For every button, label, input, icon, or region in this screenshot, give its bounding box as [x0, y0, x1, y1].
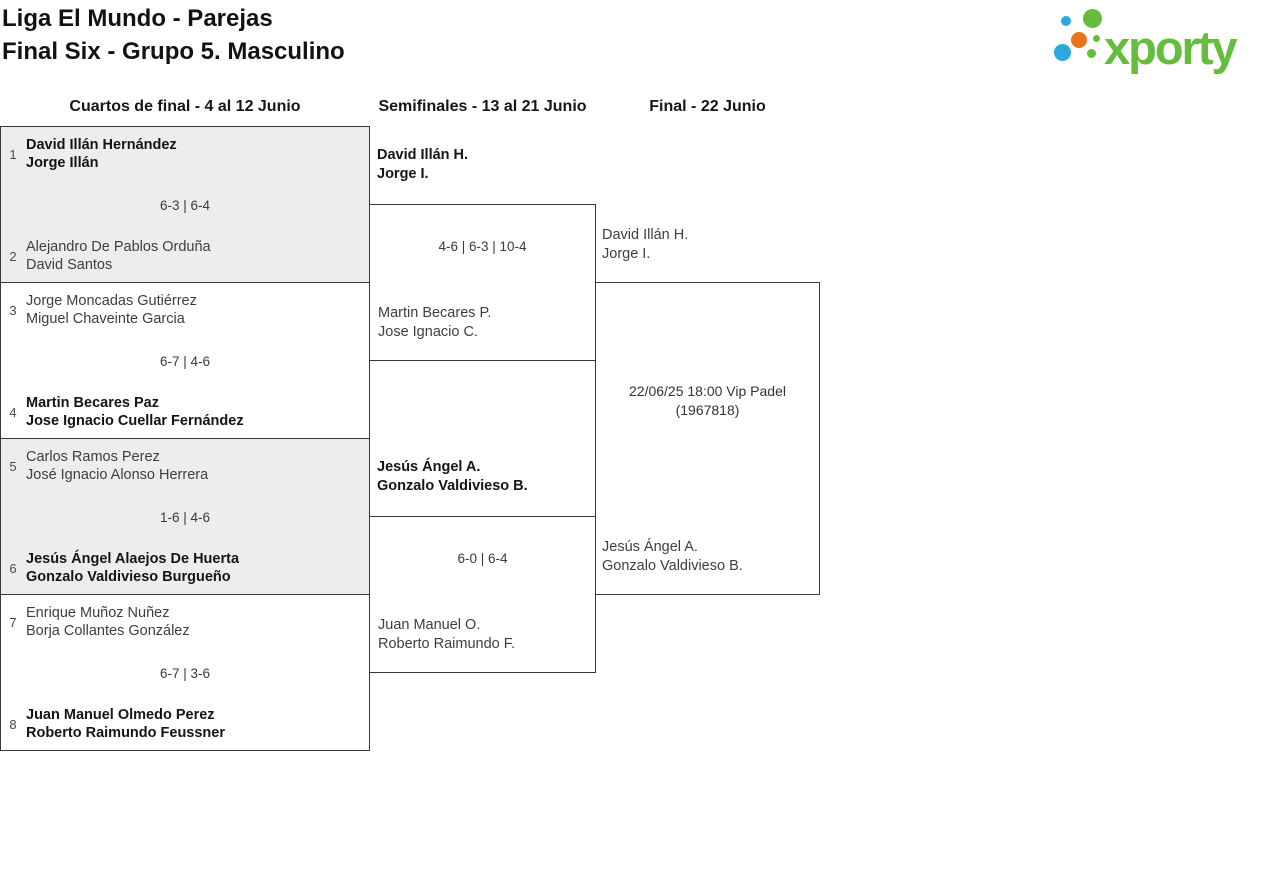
player-name: David Illán Hernández — [26, 137, 177, 153]
seed-number: 4 — [9, 404, 17, 420]
semifinal-match-2[interactable]: 6-0 | 6-4 Juan Manuel O. Roberto Raimund… — [369, 516, 596, 673]
logo-dot-green-large — [1083, 9, 1102, 28]
player-name: David Illán H. — [377, 147, 469, 163]
team-names: Jorge Moncadas Gutiérrez Miguel Chaveint… — [26, 292, 197, 328]
final-match[interactable] — [595, 282, 820, 595]
player-name: Alejandro De Pablos Orduña — [26, 239, 211, 255]
team-names: Alejandro De Pablos Orduña David Santos — [26, 238, 211, 274]
quarterfinal-match-4[interactable]: 7 Enrique Muñoz Nuñez Borja Collantes Go… — [0, 594, 370, 751]
match-score: 4-6 | 6-3 | 10-4 — [438, 239, 527, 254]
player-name: David Santos — [26, 257, 113, 273]
team-row: 6 Jesús Ángel Alaejos De Huerta Gonzalo … — [5, 550, 239, 586]
team-names: Juan Manuel O. Roberto Raimundo F. — [378, 616, 515, 653]
player-name: José Ignacio Alonso Herrera — [26, 467, 209, 483]
match-score: 6-0 | 6-4 — [457, 551, 508, 566]
final-match-info: 22/06/25 18:00 Vip Padel (1967818) — [595, 382, 820, 420]
team-names: Jesús Ángel Alaejos De Huerta Gonzalo Va… — [26, 550, 239, 586]
player-name: Juan Manuel Olmedo Perez — [26, 707, 215, 723]
player-name: Miguel Chaveinte Garcia — [26, 311, 185, 327]
player-name: Roberto Raimundo Feussner — [26, 725, 225, 741]
team-names: Carlos Ramos Perez José Ignacio Alonso H… — [26, 448, 208, 484]
team-names: Martin Becares P. Jose Ignacio C. — [378, 304, 491, 341]
seed-number: 8 — [9, 716, 17, 732]
match-score: 1-6 | 4-6 — [159, 510, 211, 525]
match-score: 6-7 | 4-6 — [159, 354, 211, 369]
column-header-final: Final - 22 Junio — [649, 98, 766, 115]
team-names: Martin Becares Paz Jose Ignacio Cuellar … — [26, 394, 244, 430]
team-row: 2 Alejandro De Pablos Orduña David Santo… — [5, 238, 211, 274]
logo-dot-green-small — [1087, 49, 1096, 58]
xporty-logo-text: xporty — [1104, 21, 1238, 74]
player-name: Jose Ignacio Cuellar Fernández — [26, 413, 244, 429]
team-names: Juan Manuel Olmedo Perez Roberto Raimund… — [26, 706, 225, 742]
team-row: 5 Carlos Ramos Perez José Ignacio Alonso… — [5, 448, 208, 484]
team-row: 1 David Illán Hernández Jorge Illán — [5, 136, 177, 172]
team-row: 4 Martin Becares Paz Jose Ignacio Cuella… — [5, 394, 244, 430]
logo-dot-blue-small — [1061, 16, 1071, 26]
semifinal-match-1[interactable]: 4-6 | 6-3 | 10-4 Martin Becares P. Jose … — [369, 204, 596, 361]
player-name: Carlos Ramos Perez — [26, 449, 160, 465]
team-names: David Illán Hernández Jorge Illán — [26, 136, 177, 172]
player-name: Jesús Ángel Alaejos De Huerta — [26, 551, 240, 567]
semifinal-1-team1-label: David Illán H. Jorge I. — [377, 146, 468, 183]
player-name: Borja Collantes González — [26, 623, 190, 639]
player-name: Jorge Illán — [26, 155, 99, 171]
logo-dot-orange — [1071, 32, 1087, 48]
team-names: Enrique Muñoz Nuñez Borja Collantes Gonz… — [26, 604, 190, 640]
final-team2-label: Jesús Ángel A. Gonzalo Valdivieso B. — [602, 538, 743, 575]
seed-number: 1 — [9, 146, 17, 162]
quarterfinal-match-3[interactable]: 5 Carlos Ramos Perez José Ignacio Alonso… — [0, 438, 370, 595]
player-name: Gonzalo Valdivieso B. — [377, 477, 528, 494]
team-row: 7 Enrique Muñoz Nuñez Borja Collantes Go… — [5, 604, 190, 640]
final-match-datetime-venue: 22/06/25 18:00 Vip Padel — [629, 383, 786, 399]
quarterfinal-match-2[interactable]: 3 Jorge Moncadas Gutiérrez Miguel Chavei… — [0, 282, 370, 439]
player-name: Martin Becares P. — [378, 305, 492, 321]
player-name: Roberto Raimundo F. — [378, 635, 516, 652]
player-name: Jorge I. — [602, 245, 651, 262]
player-name: Juan Manuel O. — [378, 617, 481, 633]
match-score: 6-7 | 3-6 — [159, 666, 211, 681]
match-score: 6-3 | 6-4 — [159, 198, 211, 213]
logo-dot-green-tiny — [1093, 35, 1100, 42]
team-row: 3 Jorge Moncadas Gutiérrez Miguel Chavei… — [5, 292, 197, 328]
player-name: Gonzalo Valdivieso Burgueño — [26, 569, 231, 585]
column-header-semifinales: Semifinales - 13 al 21 Junio — [378, 98, 587, 115]
column-header-cuartos: Cuartos de final - 4 al 12 Junio — [69, 98, 301, 115]
page-title-line2: Final Six - Grupo 5. Masculino — [2, 38, 345, 65]
player-name: Jorge I. — [377, 165, 429, 182]
xporty-logo[interactable]: xporty — [1048, 8, 1280, 78]
quarterfinal-match-1[interactable]: 1 David Illán Hernández Jorge Illán 6-3 … — [0, 126, 370, 283]
seed-number: 3 — [9, 302, 17, 318]
player-name: Jorge Moncadas Gutiérrez — [26, 293, 197, 309]
team-row: 8 Juan Manuel Olmedo Perez Roberto Raimu… — [5, 706, 225, 742]
page-title-line1: Liga El Mundo - Parejas — [2, 5, 273, 32]
semifinal-2-team1-label: Jesús Ángel A. Gonzalo Valdivieso B. — [377, 458, 528, 495]
page-title: Liga El Mundo - Parejas Final Six - Grup… — [2, 2, 345, 68]
player-name: Gonzalo Valdivieso B. — [602, 557, 743, 574]
seed-number: 2 — [9, 248, 17, 264]
player-name: Jesús Ángel A. — [377, 459, 481, 475]
seed-number: 5 — [9, 458, 17, 474]
player-name: David Illán H. — [602, 227, 689, 243]
player-name: Martin Becares Paz — [26, 395, 159, 411]
final-match-number: (1967818) — [675, 402, 740, 418]
seed-number: 6 — [9, 560, 17, 576]
seed-number: 7 — [9, 614, 17, 630]
player-name: Enrique Muñoz Nuñez — [26, 605, 170, 621]
logo-dot-blue-large — [1054, 44, 1071, 61]
player-name: Jesús Ángel A. — [602, 539, 698, 555]
final-team1-label: David Illán H. Jorge I. — [602, 226, 688, 263]
player-name: Jose Ignacio C. — [378, 323, 478, 340]
